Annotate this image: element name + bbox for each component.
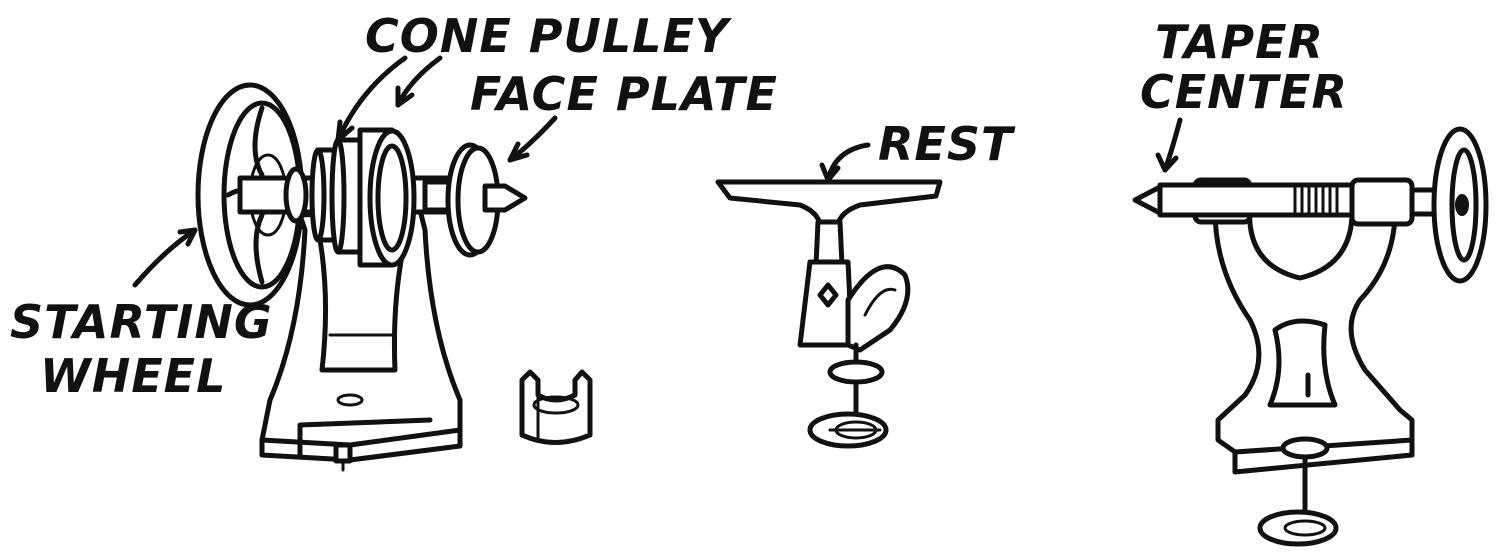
label-starting-wheel-line2: WHEEL [40, 349, 226, 403]
headstock-assembly [198, 85, 525, 470]
tool-rest [718, 182, 940, 446]
tailstock-handwheel [1434, 129, 1486, 281]
tailstock-assembly [1135, 129, 1486, 544]
label-face-plate: FACE PLATE [470, 67, 778, 121]
label-taper-center-line2: CENTER [1140, 65, 1348, 119]
small-bushing [522, 372, 590, 443]
label-rest: REST [878, 117, 1016, 171]
label-taper-center-line1: TAPER [1155, 15, 1324, 69]
label-starting-wheel-line1: STARTING [10, 295, 273, 349]
label-cone-pulley: CONE PULLEY [365, 9, 733, 63]
screw-threads [1295, 188, 1337, 212]
